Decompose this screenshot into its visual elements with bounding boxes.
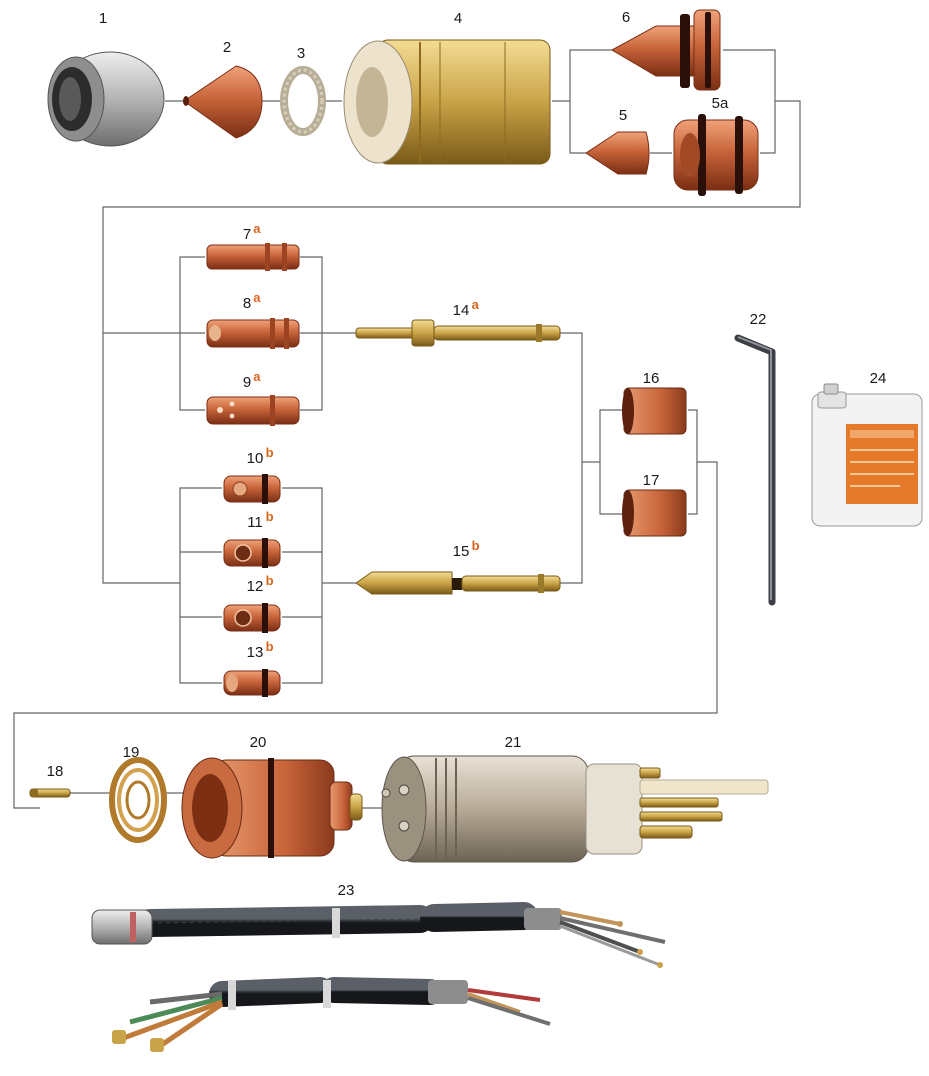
part-2-shield-nozzle — [183, 65, 263, 139]
part-21-torch-head — [381, 755, 769, 863]
label-part-22: 22 — [750, 311, 767, 328]
label-part-11: 11 — [247, 514, 263, 531]
part-13-electrode — [223, 669, 281, 697]
label-part-24: 24 — [870, 370, 887, 387]
label-part-17: 17 — [643, 472, 660, 489]
part-24-coolant-canister — [811, 383, 923, 527]
part-4-retaining-cap — [343, 39, 551, 165]
part-5-nozzle-small — [585, 131, 650, 175]
part-7-electrode — [206, 243, 300, 271]
part-5a-nozzle-holder — [673, 114, 759, 196]
label-part-12: 12 — [247, 578, 264, 595]
label-part-8-superscript: a — [253, 290, 261, 305]
label-part-13-superscript: b — [266, 639, 274, 654]
part-6-nozzle — [610, 9, 721, 91]
label-part-4: 4 — [454, 10, 462, 27]
part-23-hose-package — [91, 902, 666, 1052]
label-part-12-superscript: b — [266, 573, 274, 588]
connector-lines — [13, 49, 801, 809]
part-22-hex-key — [734, 334, 776, 606]
part-9-electrode — [206, 395, 300, 426]
label-part-8: 8 — [243, 295, 251, 312]
part-20-torch-body — [181, 757, 363, 859]
label-part-11-superscript: b — [266, 509, 274, 524]
part-3-swirl-ring — [280, 66, 326, 136]
label-part-18: 18 — [47, 763, 64, 780]
label-part-7: 7 — [243, 226, 251, 243]
label-part-21: 21 — [505, 734, 522, 751]
label-part-10: 10 — [247, 450, 264, 467]
part-8-electrode — [206, 318, 300, 349]
label-part-14-superscript: a — [472, 297, 480, 312]
part-14-tube — [355, 319, 561, 347]
part-12-electrode — [223, 603, 281, 633]
part-11-electrode — [223, 538, 281, 568]
part-18-small-tube — [29, 788, 71, 798]
label-part-3: 3 — [297, 45, 305, 62]
label-part-5a: 5a — [712, 95, 729, 112]
part-19-spring — [109, 757, 167, 843]
label-part-2: 2 — [223, 39, 231, 56]
label-part-15: 15 — [453, 543, 470, 560]
label-part-7-superscript: a — [253, 221, 261, 236]
label-part-13: 13 — [247, 644, 264, 661]
label-part-23: 23 — [338, 882, 355, 899]
part-15-tube — [355, 571, 561, 595]
part-17-insulator — [622, 489, 687, 537]
part-10-electrode — [223, 474, 281, 504]
label-part-19: 19 — [123, 744, 140, 761]
label-part-1: 1 — [99, 10, 107, 27]
label-part-15-superscript: b — [472, 538, 480, 553]
label-part-9: 9 — [243, 374, 251, 391]
label-part-5: 5 — [619, 107, 627, 124]
label-part-14: 14 — [453, 302, 470, 319]
label-part-20: 20 — [250, 734, 267, 751]
part-16-insulator — [622, 387, 687, 435]
label-part-6: 6 — [622, 9, 630, 26]
label-part-10-superscript: b — [266, 445, 274, 460]
label-part-9-superscript: a — [253, 369, 261, 384]
label-part-16: 16 — [643, 370, 660, 387]
part-1-shield-cap — [47, 51, 165, 147]
